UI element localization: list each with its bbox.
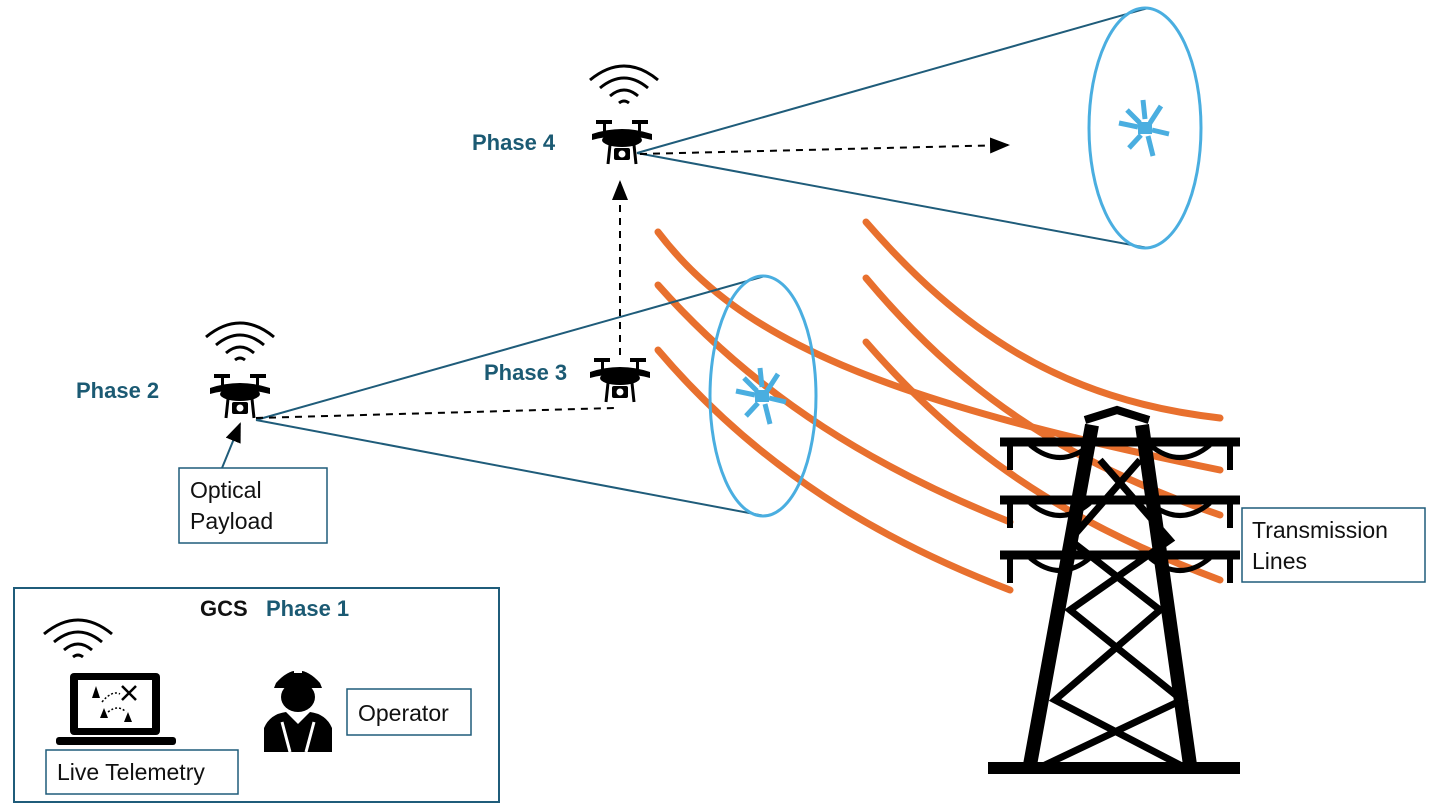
phase1-label: Phase 1 [266, 596, 349, 621]
phase4-field-of-view [636, 6, 1203, 250]
transmission-tower-icon [988, 405, 1240, 774]
drone-phase4-icon [590, 118, 654, 166]
wifi-phase4-icon [588, 64, 660, 105]
power-line [654, 346, 1014, 594]
gcs-panel: GCS Phase 1 Operator Live Telemetry [13, 587, 500, 803]
operator-icon [264, 663, 332, 753]
optical-payload-label-2: Payload [190, 508, 273, 534]
phase2-label: Phase 2 [76, 378, 159, 403]
path-phase2-to-phase3 [255, 407, 615, 419]
optical-payload-label-1: Optical [190, 477, 262, 503]
transmission-label-2: Lines [1252, 548, 1307, 574]
transmission-lines-callout: Transmission Lines [1241, 507, 1426, 583]
power-line [654, 281, 1014, 526]
operator-callout: Operator [346, 688, 472, 736]
power-line [862, 218, 1224, 422]
live-telemetry-label: Live Telemetry [57, 759, 205, 785]
drone-phase3-icon [588, 356, 652, 404]
power-lines [654, 218, 1224, 594]
operator-label: Operator [358, 700, 449, 726]
wifi-phase2-icon [204, 321, 276, 362]
transmission-label-1: Transmission [1252, 517, 1388, 543]
optical-payload-pointer [221, 422, 241, 469]
laptop-map-icon [56, 673, 176, 745]
drone-phase2-icon [208, 372, 272, 420]
gcs-title: GCS [200, 596, 248, 621]
flight-path [255, 137, 1010, 419]
live-telemetry-callout: Live Telemetry [45, 749, 239, 795]
phase2-field-of-view [255, 274, 818, 518]
phase4-label: Phase 4 [472, 130, 556, 155]
phase3-label: Phase 3 [484, 360, 567, 385]
optical-payload-callout: Optical Payload [178, 467, 328, 544]
path-phase4-forward [639, 137, 1010, 155]
